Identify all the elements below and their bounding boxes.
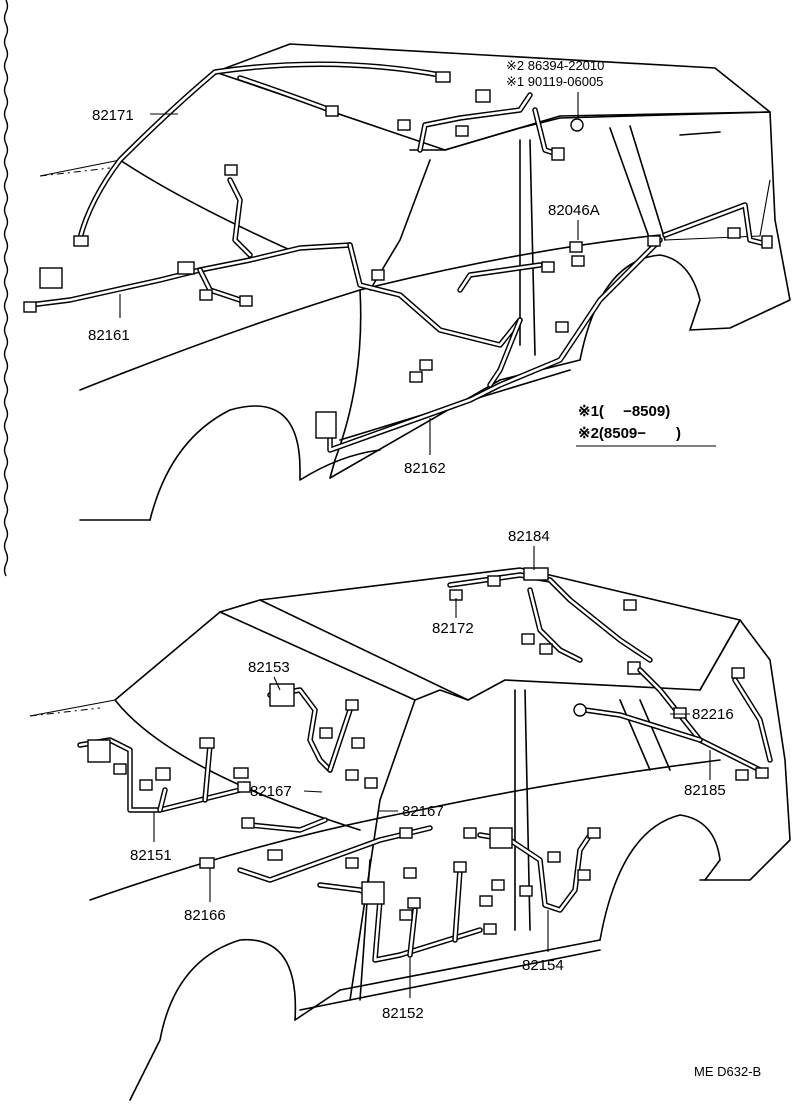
harness-roof-top[interactable] <box>397 89 584 161</box>
label-82151: 82151 <box>130 847 172 864</box>
label-82185: 82185 <box>684 782 726 799</box>
label-82162: 82162 <box>404 460 446 477</box>
label-82046A: 82046A <box>548 202 600 219</box>
harness-82154[interactable] <box>463 827 601 913</box>
label-82184: 82184 <box>508 528 550 545</box>
label-82167-right: 82167 <box>402 803 444 820</box>
harness-82171[interactable] <box>73 61 451 247</box>
drawing-code: ME D632-B <box>694 1064 761 1079</box>
leader-82153 <box>273 676 281 691</box>
harness-82167[interactable] <box>199 777 433 883</box>
harness-82184-82172[interactable] <box>447 567 653 675</box>
label-82152: 82152 <box>382 1005 424 1022</box>
harness-82161[interactable] <box>23 164 353 313</box>
harness-82153[interactable] <box>267 683 365 781</box>
note-1: ※1( −8509) <box>578 403 670 420</box>
label-82167-left: 82167 <box>250 783 292 800</box>
bottom-vehicle-outline <box>29 567 791 1101</box>
note-2: ※2(8509− ) <box>578 425 681 442</box>
label-82161: 82161 <box>88 327 130 344</box>
label-82153: 82153 <box>248 659 290 676</box>
harness-82152[interactable] <box>317 857 505 963</box>
harness-82162[interactable] <box>315 235 663 453</box>
label-82171: 82171 <box>92 107 134 124</box>
label-90119-06005: ※1 90119-06005 <box>506 74 603 89</box>
label-86394-22010: ※2 86394-22010 <box>506 58 604 73</box>
leader-82167-left <box>303 790 323 793</box>
label-82154: 82154 <box>522 957 564 974</box>
harness-82216-82185[interactable] <box>573 667 773 781</box>
date-range-notes: ※1( −8509) ※2(8509− ) <box>576 403 716 447</box>
page-edge-border <box>3 0 9 577</box>
harness-82046A[interactable] <box>569 202 773 267</box>
label-82216: 82216 <box>692 706 734 723</box>
label-82166: 82166 <box>184 907 226 924</box>
harness-82151[interactable] <box>77 737 251 813</box>
label-82172: 82172 <box>432 620 474 637</box>
